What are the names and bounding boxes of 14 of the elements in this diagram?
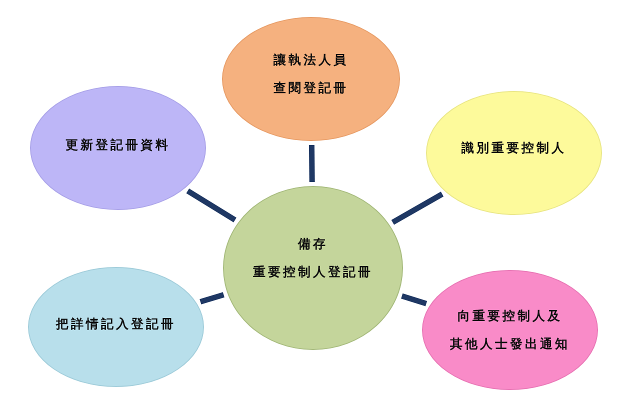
node-label: 其他人士發出通知 bbox=[450, 335, 570, 353]
node-label: 查閱登記冊 bbox=[274, 79, 348, 97]
connector-line bbox=[200, 292, 224, 304]
node-label: 重要控制人登記冊 bbox=[253, 263, 373, 281]
connector-line bbox=[308, 144, 315, 182]
connector-line bbox=[401, 293, 428, 306]
node-label: 備存 bbox=[298, 235, 328, 253]
connector-line bbox=[186, 188, 236, 222]
node-label: 讓執法人員 bbox=[274, 51, 348, 69]
node-label: 把詳情記入登記冊 bbox=[56, 315, 176, 333]
node-label: 識別重要控制人 bbox=[462, 139, 566, 157]
node-label: 向重要控制人及 bbox=[458, 307, 562, 325]
node-label: 更新登記冊資料 bbox=[66, 136, 170, 154]
connector-line bbox=[391, 192, 444, 225]
